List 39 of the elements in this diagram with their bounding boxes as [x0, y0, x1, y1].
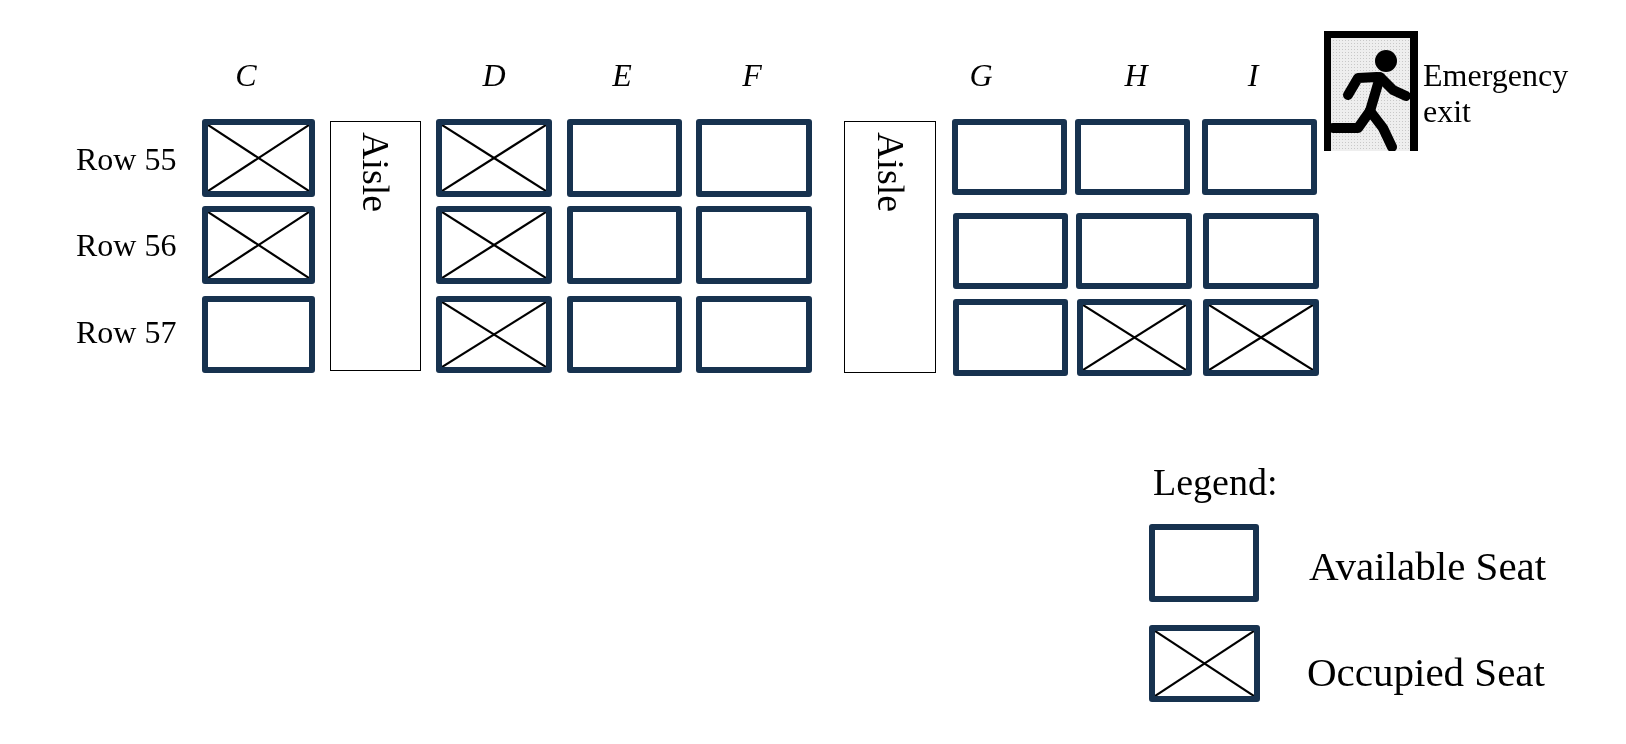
- column-letter: C: [235, 56, 257, 94]
- seat: [567, 206, 682, 284]
- occupied-seat: [436, 119, 552, 197]
- occupied-seat: [436, 296, 552, 373]
- column-letter: E: [612, 56, 632, 94]
- exit-label: Emergency exit: [1423, 57, 1570, 129]
- seat: [567, 296, 682, 373]
- seat: [696, 119, 812, 197]
- occupied-seat: [202, 206, 315, 284]
- seat: [1076, 213, 1192, 289]
- aisle-box: [330, 121, 421, 371]
- seat: [567, 119, 682, 197]
- column-letter: I: [1247, 56, 1259, 94]
- seat: [952, 119, 1067, 195]
- occupied-seat: [1203, 299, 1319, 376]
- column-letter: G: [969, 56, 993, 94]
- column-letter: F: [742, 56, 762, 94]
- row-label: Row 56: [76, 226, 177, 264]
- seat: [696, 296, 812, 373]
- seat: [1203, 213, 1319, 289]
- column-letter: H: [1124, 56, 1148, 94]
- legend-label: Occupied Seat: [1307, 649, 1545, 697]
- occupied-seat: [436, 206, 552, 284]
- occupied-seat: [1077, 299, 1192, 376]
- occupied-seat: [202, 119, 315, 197]
- seat: [696, 206, 812, 284]
- seat: [1202, 119, 1317, 195]
- aisle-box: [844, 121, 936, 373]
- row-label: Row 57: [76, 313, 177, 351]
- seat: [1075, 119, 1190, 195]
- aisle-label: Aisle: [354, 132, 397, 213]
- seat: [953, 299, 1068, 376]
- aisle-label: Aisle: [869, 132, 911, 213]
- legend-label: Available Seat: [1309, 543, 1547, 591]
- seat: [953, 213, 1068, 289]
- legend-title: Legend:: [1153, 461, 1278, 505]
- row-label: Row 55: [76, 140, 177, 178]
- seat: [202, 296, 315, 373]
- column-letter: D: [482, 56, 506, 94]
